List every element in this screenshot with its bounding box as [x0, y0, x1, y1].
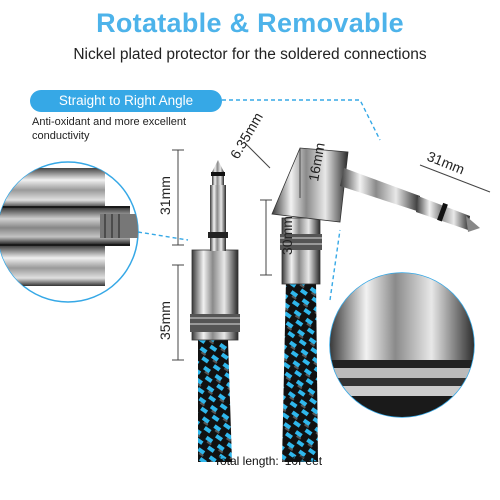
feature-description: Anti-oxidant and more excellent conducti… [32, 116, 187, 142]
dim-angle-head-width: 16mm [305, 141, 328, 182]
total-length: Total length: 10Feet [214, 454, 322, 468]
angle-plug [271, 147, 480, 462]
angle-plug-zoom [329, 272, 475, 418]
straight-plug [190, 160, 240, 462]
callout-line [222, 99, 381, 141]
feature-badge: Straight to Right Angle [30, 90, 222, 112]
total-length-label: Total length: [214, 454, 279, 468]
dim-angle-tip-length: 31mm [425, 148, 467, 177]
page-subtitle: Nickel plated protector for the soldered… [73, 46, 427, 63]
dim-straight-barrel-length: 35mm [157, 301, 173, 340]
dim-straight-tip-length: 31mm [157, 176, 173, 215]
dim-angle-body-length: 30mm [279, 216, 295, 255]
straight-plug-zoom [0, 161, 139, 303]
total-length-value: 10Feet [284, 454, 323, 468]
page-title: Rotatable & Removable [96, 8, 404, 38]
dim-straight-tip-width: 6.35mm [227, 110, 266, 162]
